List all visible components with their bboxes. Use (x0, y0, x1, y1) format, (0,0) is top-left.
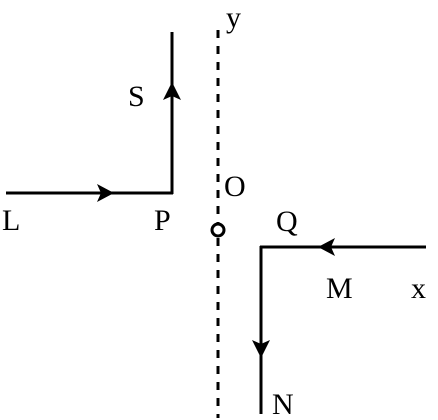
arrow-lp-right (97, 184, 114, 202)
label-y: y (226, 1, 241, 34)
arrow-mq-left (318, 238, 335, 256)
label-o: O (224, 170, 246, 203)
label-n: N (272, 388, 294, 420)
label-p: P (154, 204, 171, 237)
origin-marker (210, 222, 226, 238)
label-q: Q (276, 205, 298, 238)
arrow-qn-down (252, 340, 270, 358)
arrow-ps-up (163, 82, 181, 100)
label-m: M (326, 272, 353, 305)
label-l: L (2, 204, 20, 237)
label-x: x (411, 272, 426, 305)
label-s: S (128, 80, 145, 113)
